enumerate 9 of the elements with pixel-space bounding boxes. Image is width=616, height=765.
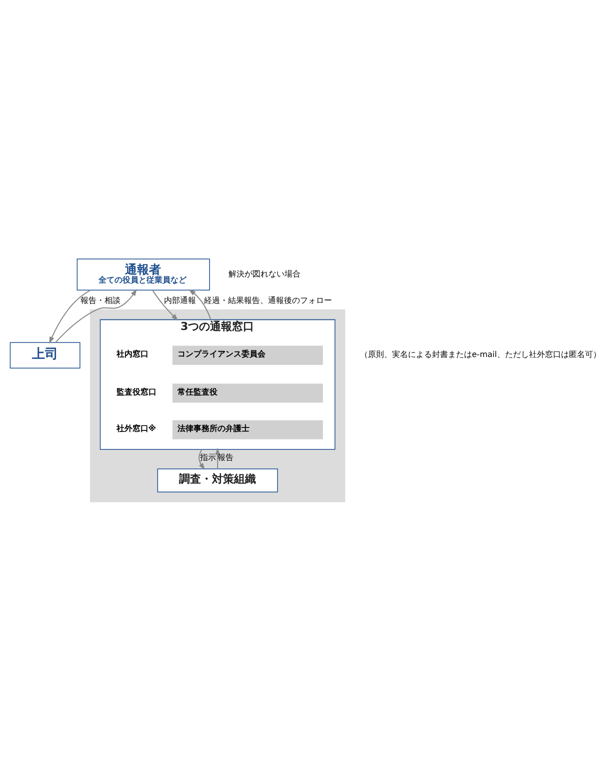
arrow [55, 288, 137, 343]
arrow [198, 449, 205, 470]
node-box: 上司 [10, 342, 80, 368]
cluster [90, 309, 346, 502]
arrow [188, 289, 212, 320]
arrow [215, 448, 220, 469]
node-box: 調査・対策組織 [157, 468, 278, 492]
arrow [152, 290, 178, 321]
arrow [49, 290, 91, 344]
